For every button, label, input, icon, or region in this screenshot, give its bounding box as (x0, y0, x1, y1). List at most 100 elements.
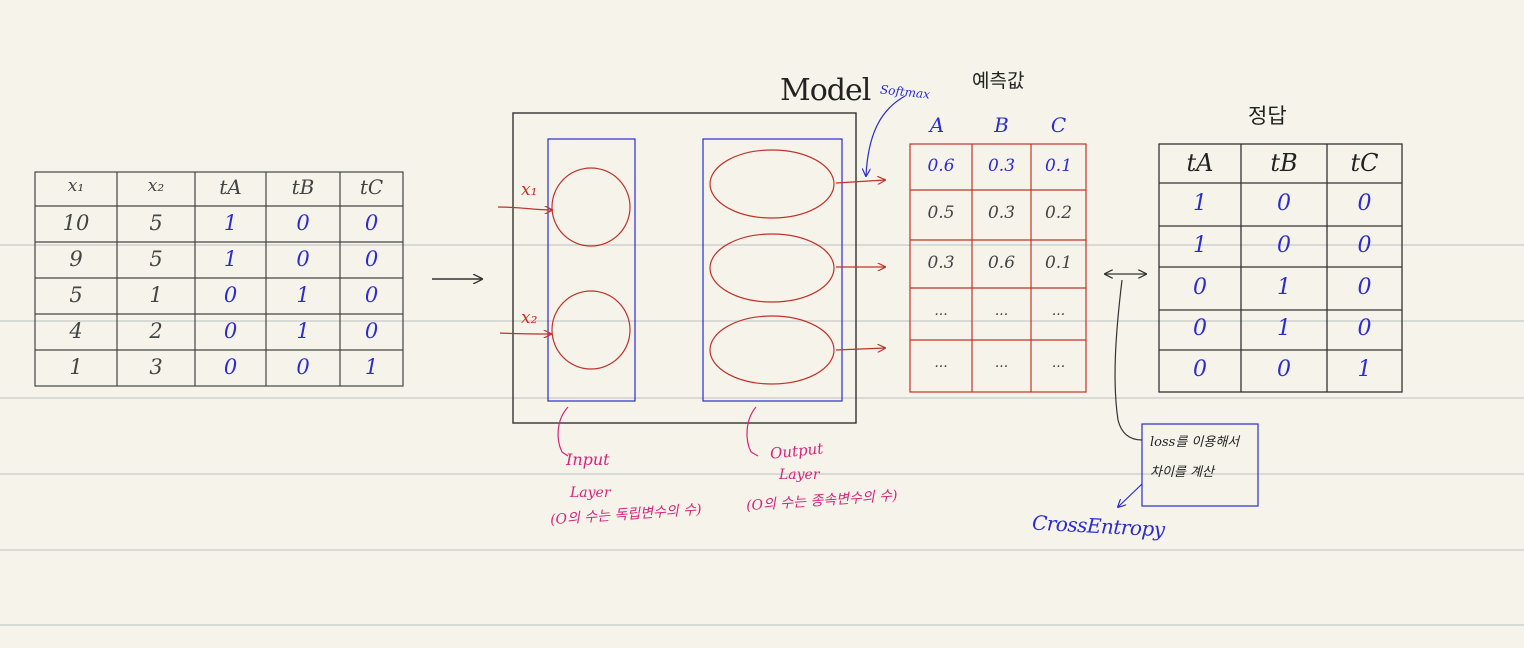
prediction-cell: ... (1051, 355, 1066, 371)
output-layer-box (702, 138, 843, 402)
softmax-arrow (866, 95, 906, 176)
loss-note-line1: loss를 이용해서 (1150, 435, 1240, 450)
loss-note-line2: 차이를 계산 (1150, 465, 1214, 480)
prediction-cell: ... (994, 303, 1009, 319)
output-layer-hook (746, 406, 759, 457)
answer-header-tb: tB (1270, 149, 1298, 177)
input-cell: 0 (364, 211, 379, 235)
prediction-header-b: B (994, 113, 1009, 137)
prediction-cell: 0.3 (987, 203, 1016, 223)
answer-cell: 0 (1357, 316, 1372, 341)
ruled-line (0, 624, 1524, 626)
input-layer-box (547, 138, 636, 402)
input-cell: 4 (69, 319, 83, 343)
input-cell: 1 (296, 283, 310, 307)
prediction-cell: 0.3 (987, 156, 1016, 176)
input-neuron (551, 167, 631, 247)
answer-header-ta: tA (1186, 149, 1214, 177)
input-cell: 5 (69, 283, 83, 307)
input-layer-hook (557, 406, 569, 457)
input-cell: 1 (223, 211, 238, 235)
input-label-x1: x₁ (521, 180, 538, 200)
input-cell: 1 (149, 283, 163, 307)
input-cell: 3 (149, 355, 163, 379)
input-header-x1: x₁ (67, 176, 85, 196)
input-cell: 0 (223, 355, 238, 379)
input-cell: 9 (69, 247, 83, 271)
answer-cell: 1 (1277, 275, 1291, 300)
input-header-ta: tA (219, 175, 242, 199)
input-cell: 0 (364, 319, 379, 343)
output-arrow (835, 180, 885, 183)
prediction-cell: ... (1051, 303, 1066, 319)
answer-cell: 1 (1193, 191, 1207, 216)
input-cell: 1 (69, 355, 83, 379)
output-neuron (709, 315, 835, 385)
answer-cell: 0 (1357, 275, 1372, 300)
answer-header-tc: tC (1350, 149, 1379, 177)
prediction-cell: 0.1 (1044, 253, 1073, 273)
answer-cell: 1 (1277, 316, 1291, 341)
prediction-cell: ... (934, 303, 948, 319)
answer-cell: 1 (1357, 357, 1372, 382)
answer-title: 정답 (1248, 104, 1287, 128)
model-box (512, 112, 857, 424)
prediction-cell: 0.2 (1044, 203, 1073, 223)
ruled-line (0, 549, 1524, 551)
output-neuron (709, 149, 835, 219)
input-arrow (497, 207, 552, 210)
input-cell: 0 (223, 319, 238, 343)
input-cell: 5 (149, 211, 163, 235)
prediction-cell: 0.3 (927, 253, 955, 273)
crossentropy-arrow (1118, 483, 1143, 507)
input-cell: 5 (149, 247, 163, 271)
ruled-line (0, 473, 1524, 475)
input-cell: 0 (223, 283, 238, 307)
answer-cell: 0 (1277, 233, 1291, 258)
input-table-grid (34, 171, 404, 387)
input-layer-note-line2: Layer (570, 485, 611, 501)
input-header-tc: tC (359, 175, 384, 199)
answer-cell: 0 (1193, 357, 1207, 382)
prediction-title: 예측값 (972, 70, 1025, 92)
input-cell: 10 (62, 211, 90, 235)
answer-table-grid (1158, 143, 1403, 393)
ruled-line (0, 397, 1524, 399)
input-cell: 1 (296, 319, 310, 343)
prediction-cell: ... (934, 355, 948, 371)
input-cell: 0 (364, 247, 379, 271)
ruled-line (0, 320, 1524, 322)
answer-cell: 0 (1357, 191, 1372, 216)
answer-cell: 0 (1193, 275, 1207, 300)
input-header-x2: x₂ (147, 176, 165, 196)
input-cell: 1 (223, 247, 238, 271)
prediction-cell: 0.6 (927, 156, 955, 176)
output-arrow (835, 348, 885, 350)
output-neuron (709, 233, 835, 303)
input-label-x2: x₂ (521, 308, 538, 328)
input-header-tb: tB (291, 175, 315, 199)
input-arrow (499, 333, 551, 334)
loss-connector (1114, 279, 1143, 441)
answer-cell: 1 (1193, 233, 1207, 258)
input-cell: 0 (296, 211, 310, 235)
crossentropy-label: CrossEntropy (1031, 510, 1166, 542)
model-title: Model (780, 73, 871, 108)
prediction-cell: 0.5 (927, 203, 955, 223)
answer-cell: 0 (1193, 316, 1207, 341)
input-cell: 1 (364, 355, 379, 379)
answer-cell: 0 (1357, 233, 1372, 258)
prediction-table-grid (909, 143, 1087, 393)
input-cell: 2 (149, 319, 163, 343)
input-neuron (551, 290, 631, 370)
answer-cell: 0 (1277, 191, 1291, 216)
prediction-header-c: C (1050, 113, 1067, 137)
input-cell: 0 (296, 355, 310, 379)
input-cell: 0 (364, 283, 379, 307)
input-layer-note-line1: Input (566, 450, 610, 469)
input-cell: 0 (296, 247, 310, 271)
prediction-cell: 0.6 (987, 253, 1016, 273)
loss-box (1141, 423, 1259, 507)
ruled-line (0, 244, 1524, 246)
